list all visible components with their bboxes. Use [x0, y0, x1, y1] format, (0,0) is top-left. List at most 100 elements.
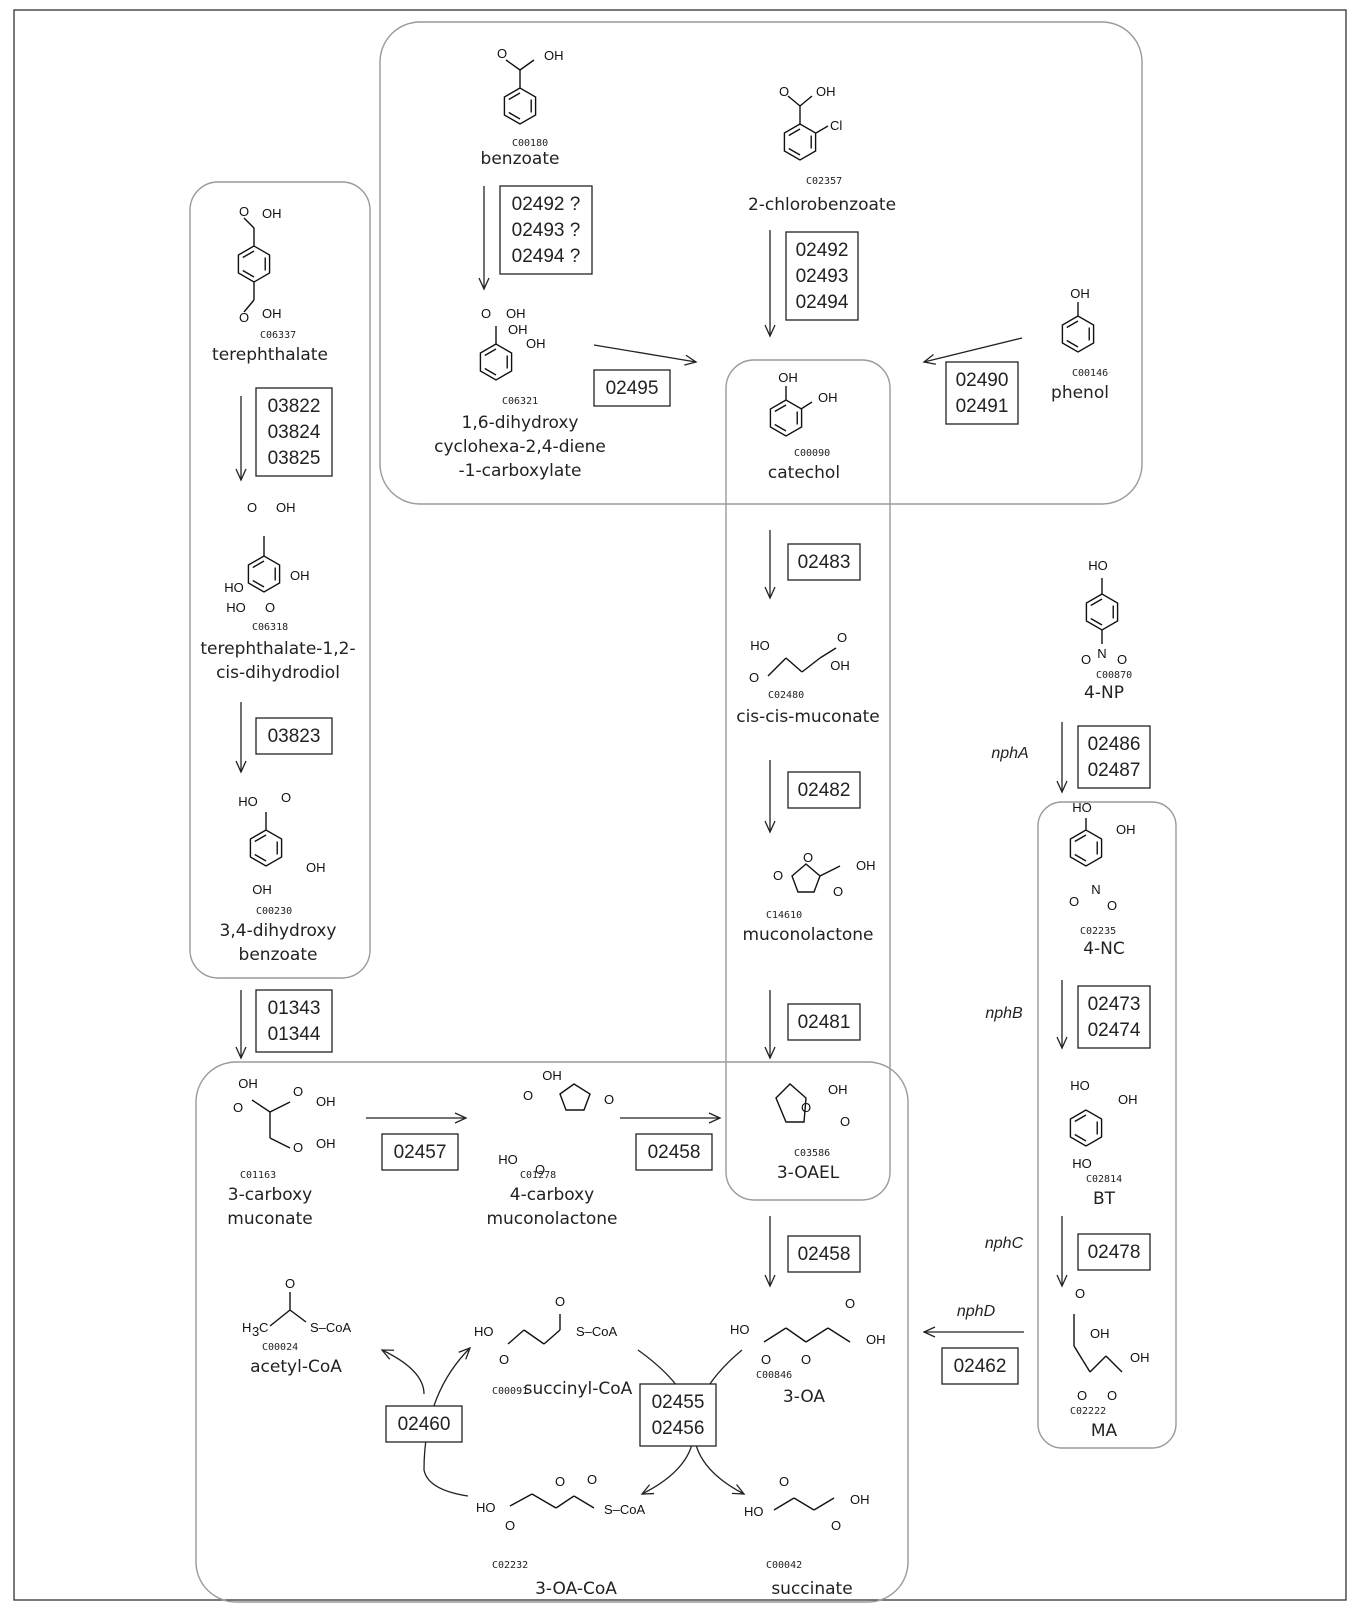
compound-name-nitrophenol: 4-NP	[1084, 683, 1124, 703]
compound-name-muconolactone: muconolactone	[742, 925, 873, 945]
atom-label: OH	[818, 390, 838, 405]
gene-label-bt_step: 02478	[1088, 1242, 1141, 1263]
group-3-oxoadipate-pathway	[195, 1061, 909, 1603]
compound-id-acetylcoa: C00024	[262, 1342, 298, 1353]
gene-label-np_step: 02487	[1088, 760, 1141, 781]
atom-label: OH	[306, 860, 326, 875]
structure-phenol: OH	[1061, 286, 1095, 353]
gene-box-transferase	[639, 1383, 717, 1447]
gene-label-benzoate_step: 02493 ?	[512, 220, 581, 241]
compound-id-ma: C02222	[1070, 1406, 1106, 1417]
atom-label: OH	[1090, 1326, 1110, 1341]
atom-label: O	[773, 868, 783, 883]
atom-label: OH	[856, 858, 876, 873]
atom-label: O	[285, 1276, 295, 1291]
atom-label: O	[779, 1474, 789, 1489]
gene-label-oael_step: 02458	[798, 1244, 851, 1265]
atom-label: O	[779, 84, 789, 99]
compound-id-catechol: C00090	[794, 448, 830, 459]
enzyme-label-nphA: nphA	[991, 745, 1028, 762]
compound-id-terephthalate_diol: C06318	[252, 622, 288, 633]
atom-label: OH	[866, 1332, 886, 1347]
atom-label: OH	[1130, 1350, 1150, 1365]
group-catechol-branch	[725, 359, 891, 1201]
atom-label: O	[840, 1114, 850, 1129]
gene-label-benzoate_step: 02492 ?	[512, 194, 581, 215]
gene-box-chlorobenzoate_step	[785, 231, 859, 321]
gene-label-terephthalate_step: 03825	[268, 448, 321, 469]
gene-box-bt_step	[1077, 1233, 1151, 1271]
compound-name-dihydroxybenzoate: benzoate	[239, 945, 318, 965]
compound-name-terephthalate_diol: cis-dihydrodiol	[216, 663, 340, 683]
gene-box-ma_step	[941, 1347, 1019, 1385]
atom-label: OH	[1116, 822, 1136, 837]
atom-label: O	[247, 500, 257, 515]
atom-label: OH	[544, 48, 564, 63]
atom-label: OH	[816, 84, 836, 99]
compound-id-dihydroxybenzoate: C00230	[256, 906, 292, 917]
gene-box-nc_step	[1077, 985, 1151, 1049]
atom-label: O	[801, 1100, 811, 1115]
compound-name-dihydroxycyclohexadiene: 1,6-dihydroxy	[462, 413, 579, 433]
compound-name-catechol: catechol	[768, 463, 840, 483]
compound-name-dihydroxybenzoate: 3,4-dihydroxy	[220, 921, 337, 941]
gene-box-diol_step	[255, 717, 333, 755]
atom-label: HO	[224, 580, 244, 595]
compound-name-carboxymuconate: muconate	[227, 1209, 312, 1229]
compound-id-carboxymuconate: C01163	[240, 1170, 276, 1181]
compound-id-chlorobenzoate: C02357	[806, 176, 842, 187]
gene-label-carboxymuconolactone_step: 02458	[648, 1142, 701, 1163]
atom-label: N	[1097, 646, 1106, 661]
gene-label-muconate_step: 02482	[798, 780, 851, 801]
enzyme-label-nphD: nphD	[957, 1303, 996, 1320]
atom-label: O	[555, 1294, 565, 1309]
gene-box-np_step	[1077, 725, 1151, 789]
enzyme-label-nphB: nphB	[985, 1005, 1023, 1022]
atom-label: O	[837, 630, 847, 645]
gene-box-protocatechuate_step	[255, 989, 333, 1053]
enzyme-label-nphC: nphC	[985, 1235, 1024, 1252]
atom-label: O	[1075, 1286, 1085, 1301]
gene-label-benzoate_step: 02494 ?	[512, 246, 581, 267]
compound-name-succinylcoa: succinyl-CoA	[524, 1379, 633, 1399]
atom-label: O	[523, 1088, 533, 1103]
gene-box-phenol_step	[945, 361, 1019, 425]
atom-label: O	[803, 850, 813, 865]
compound-name-chlorobenzoate: 2-chlorobenzoate	[748, 195, 896, 215]
atom-label: O	[587, 1472, 597, 1487]
gene-label-thiolase: 02460	[398, 1414, 451, 1435]
gene-label-protocatechuate_step: 01344	[268, 1024, 321, 1045]
gene-label-np_step: 02486	[1088, 734, 1141, 755]
gene-label-chlorobenzoate_step: 02493	[796, 266, 849, 287]
atom-label: O	[1107, 1388, 1117, 1403]
atom-label: HO	[476, 1500, 496, 1515]
compound-name-oael: 3-OAEL	[777, 1163, 840, 1183]
atom-label: OH	[316, 1136, 336, 1151]
gene-label-ma_step: 02462	[954, 1356, 1007, 1377]
atom-label: OH	[290, 568, 310, 583]
atom-label: OH	[276, 500, 296, 515]
compound-name-muconate: cis-cis-muconate	[736, 707, 880, 727]
atom-label: HO	[238, 794, 258, 809]
atom-label: O	[801, 1352, 811, 1367]
gene-label-diol_step: 03823	[268, 726, 321, 747]
atom-label: O	[233, 1100, 243, 1115]
atom-label: Cl	[830, 118, 842, 133]
atom-label: OH	[828, 1082, 848, 1097]
gene-box-benzoate_step	[499, 185, 593, 275]
gene-box-diol_to_catechol	[593, 369, 671, 407]
compound-id-succinate: C00042	[766, 1560, 802, 1571]
atom-label: OH	[1118, 1092, 1138, 1107]
compound-name-dihydroxycyclohexadiene: cyclohexa-2,4-diene	[434, 437, 606, 457]
